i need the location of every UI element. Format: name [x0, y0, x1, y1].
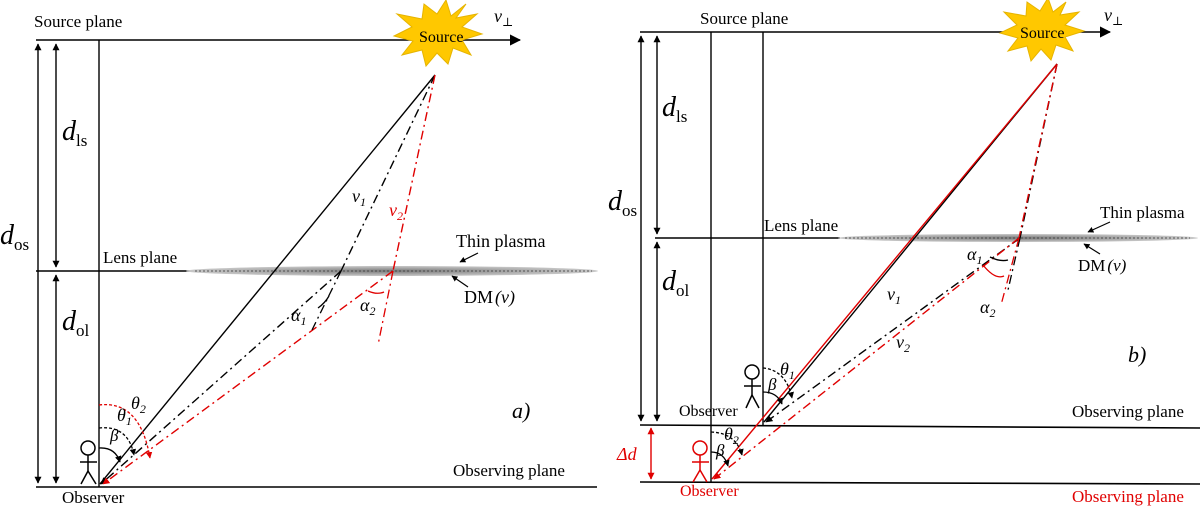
observing-plane-top-line	[639, 424, 1200, 429]
thin-plasma-label: Thin plasma	[456, 231, 545, 251]
source-label: Source	[1020, 25, 1064, 42]
ray-nu1-lower	[765, 237, 1021, 423]
panel-a-label: a)	[512, 398, 530, 423]
alpha2-arc	[367, 290, 385, 294]
ray-extension-red	[1000, 237, 1020, 306]
d-ls-label: dls	[62, 116, 87, 150]
observer-stick-figure-red-icon	[692, 440, 709, 483]
theta1-arc	[762, 367, 794, 399]
alpha1-label: α1	[291, 305, 306, 328]
beta-bottom-label: β	[715, 441, 725, 460]
nu2-label: ν2	[389, 200, 403, 223]
beta-label: β	[109, 426, 119, 445]
direct-ray-red-lower	[711, 63, 1058, 480]
source-label: Source	[419, 29, 463, 46]
d-os-label: dos	[608, 186, 637, 220]
dm-pointer	[1083, 243, 1101, 255]
observer-stick-figure-icon	[744, 364, 761, 409]
thin-plasma-pointer	[1087, 221, 1111, 233]
ray-nu1-upper	[340, 74, 436, 272]
panel-b-label: b)	[1128, 342, 1146, 367]
beta-top-label: β	[767, 375, 777, 394]
observing-plane-bottom-line	[639, 481, 1200, 485]
observing-plane-label: Observing plane	[453, 461, 565, 480]
ray-upper-red	[1018, 63, 1058, 239]
theta2-arc	[710, 431, 744, 456]
alpha2-arc	[982, 264, 1005, 278]
alpha1-arc	[989, 256, 1009, 262]
v-perp-label: v⊥	[1104, 5, 1123, 28]
dm-label: DM(ν)	[464, 287, 515, 308]
observer-stick-figure-icon	[80, 440, 97, 485]
nu1-label: ν1	[352, 186, 366, 209]
observing-plane-top-label: Observing plane	[1072, 402, 1184, 421]
alpha2-label: α2	[980, 297, 995, 320]
theta2-arc	[98, 403, 153, 459]
alpha1-label: α1	[967, 244, 982, 267]
d-ol-label: dol	[62, 306, 90, 340]
thin-plasma-label: Thin plasma	[1100, 203, 1185, 222]
v-perp-label: v⊥	[494, 6, 513, 29]
ray-nu2-lower	[102, 270, 394, 485]
ray-nu2-upper	[392, 74, 436, 272]
d-os-label: dos	[0, 220, 29, 254]
observer-bottom-label: Observer	[680, 483, 739, 500]
ray-nu2-extension	[377, 270, 394, 346]
theta2-label: θ2	[131, 393, 146, 416]
alpha1-arc	[317, 295, 330, 309]
dm-label: DM(ν)	[1078, 256, 1127, 275]
beta-arc	[98, 447, 122, 463]
observer-top-label: Observer	[679, 403, 738, 420]
beta-bottom-arc	[710, 451, 730, 467]
source-star-icon	[998, 0, 1086, 63]
nu2-label: ν2	[896, 332, 910, 355]
source-plane-label: Source plane	[34, 12, 122, 31]
dm-pointer	[451, 275, 469, 288]
panel-b: Source plane Source v⊥ dls dos dol Lens …	[608, 0, 1200, 506]
theta1-label: θ1	[780, 359, 795, 382]
theta2-label: θ2	[724, 424, 739, 447]
lens-plane-label: Lens plane	[103, 248, 177, 267]
observer-label: Observer	[62, 488, 125, 507]
panel-a: Source plane Source v⊥ dls dos dol Lens …	[0, 0, 598, 507]
alpha2-label: α2	[360, 295, 375, 318]
beta-top-arc	[762, 391, 783, 405]
delta-d-label: Δd	[616, 444, 638, 464]
direct-ray-solid	[99, 74, 436, 485]
d-ls-label: dls	[662, 92, 687, 126]
lens-plane-label: Lens plane	[764, 216, 838, 235]
ray-extension-black	[1007, 237, 1021, 291]
source-plane-label: Source plane	[700, 9, 788, 28]
ray-nu2-lower	[713, 237, 1020, 480]
theta1-label: θ1	[117, 405, 132, 428]
nu1-label: ν1	[887, 284, 901, 307]
source-star-icon	[392, 0, 484, 68]
observing-plane-bottom-label: Observing plane	[1072, 487, 1184, 506]
d-ol-label: dol	[662, 266, 690, 300]
ray-nu1-lower	[100, 270, 342, 485]
thin-plasma-pointer	[459, 252, 479, 263]
